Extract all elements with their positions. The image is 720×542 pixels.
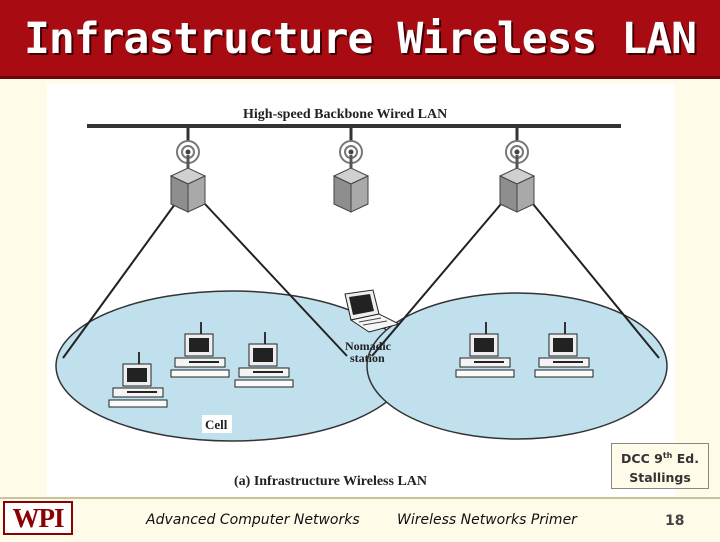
slide-title: Infrastructure Wireless LAN <box>24 14 697 64</box>
coverage-cone-left <box>62 203 348 359</box>
credit-suffix: Ed. <box>672 451 699 467</box>
access-point-2 <box>332 140 370 213</box>
antenna-icon <box>505 140 529 170</box>
workstation-3 <box>234 332 294 388</box>
footer <box>0 497 720 542</box>
access-point-3 <box>498 140 536 213</box>
workstation-4 <box>455 322 515 378</box>
source-credit: DCC 9th Ed. Stallings <box>611 443 709 489</box>
cell-right <box>366 292 668 440</box>
access-point-1 <box>169 140 207 213</box>
nomadic-label-line1: Nomadic <box>345 339 392 353</box>
credit-prefix: DCC 9 <box>621 451 663 467</box>
antenna-icon <box>176 140 200 170</box>
credit-author: Stallings <box>629 470 691 486</box>
wlan-diagram: High-speed Backbone Wired LAN <box>47 84 675 496</box>
footer-topic: Wireless Networks Primer <box>397 512 577 528</box>
antenna-icon <box>339 140 363 170</box>
workstation-5 <box>534 322 594 378</box>
footer-course: Advanced Computer Networks <box>146 512 360 528</box>
wpi-logo: WPI <box>3 501 73 535</box>
cell-label-bg <box>202 415 232 433</box>
workstation-2 <box>170 322 230 378</box>
title-bar: Infrastructure Wireless LAN <box>0 0 720 79</box>
laptop-icon <box>344 289 401 333</box>
credit-sup: th <box>662 451 673 460</box>
coverage-cone-right <box>371 203 660 359</box>
cell-label: Cell <box>205 417 228 432</box>
nomadic-label-line2: station <box>350 351 385 365</box>
page-number: 18 <box>665 513 685 529</box>
workstation-1 <box>108 352 168 408</box>
wlan-diagram-svg: High-speed Backbone Wired LAN <box>55 107 668 489</box>
diagram-caption: (a) Infrastructure Wireless LAN <box>234 474 427 489</box>
backbone-label: High-speed Backbone Wired LAN <box>243 107 447 122</box>
